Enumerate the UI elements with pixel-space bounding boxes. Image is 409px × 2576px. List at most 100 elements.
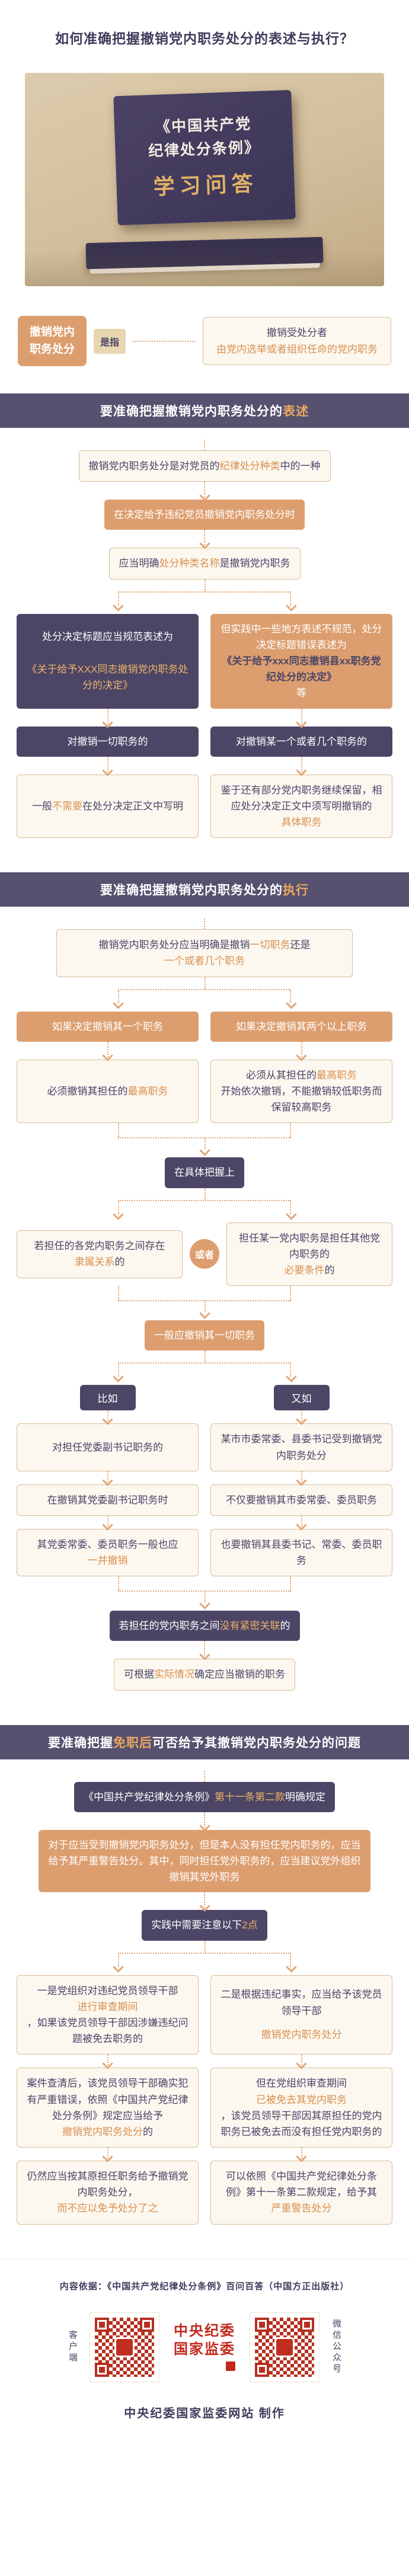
text-highlight: 最高职务 — [317, 1069, 357, 1081]
text-segment: ，该党员领导干部因其原担任的党内职务已被免去而没有担任党内职务的 — [221, 2110, 382, 2137]
connector-row — [17, 2055, 392, 2070]
text-segment: 担任某一党内职务是担任其他党内职务的 — [239, 1232, 380, 1260]
connector-line — [107, 1471, 108, 1482]
connector — [296, 1041, 307, 1061]
producer-credit: 中央纪委国家监委网站 制作 — [124, 2404, 285, 2421]
box-unrelated-result: 可根据实际情况确定应当撤销的职务 — [114, 1659, 295, 1691]
connector-line — [204, 482, 205, 498]
text-segment: ，如果该党员领导干部因涉嫌违纪问题被免去职务的 — [27, 2017, 188, 2045]
connector — [199, 530, 210, 550]
section2-example-row1: 对担任党委副书记职务的 某市市委常委、县委书记受到撤销党内职务处分 — [17, 1423, 392, 1471]
connector-line — [118, 1362, 291, 1364]
text-segment: 撤销受处分者 — [267, 327, 327, 339]
connector-line — [301, 1515, 302, 1527]
book-lying — [85, 236, 324, 270]
connector-line — [301, 2055, 302, 2066]
arrow-down-icon — [113, 1208, 124, 1220]
text-segment: 应当明确 — [119, 558, 159, 569]
box-execution-intro: 撤销党内职务处分应当明确是撤销一切职务还是一个或者几个职务 — [56, 929, 353, 977]
box-ex1-step2: 在撤销其党委副书记职务时 — [17, 1484, 199, 1516]
arrow-down-icon — [199, 1598, 210, 1609]
connector-line — [118, 1199, 291, 1201]
connector-line — [118, 591, 120, 606]
definition-link: 是指 — [94, 328, 126, 354]
text-highlight: 不需要 — [52, 800, 82, 812]
section1-banner: 要准确把握撤销党内职务处分的表述 — [0, 393, 409, 428]
text-segment: 对撤销一切职务的 — [67, 735, 148, 747]
text-highlight: 具体职务 — [281, 817, 322, 828]
connector-line — [204, 1188, 206, 1200]
box-grasp-title: 在具体把握上 — [165, 1157, 244, 1188]
text-highlight: 进行审查期间 — [77, 2001, 138, 2012]
or-label: 或者 — [190, 1239, 219, 1269]
text-segment: 要准确把握撤销党内职务处分的 — [100, 405, 283, 418]
section3-point-row3: 仍然应当按其原担任职务给予撤销党内职务处分，而不应以免予处分了之 可以依照《中国… — [17, 2161, 392, 2225]
connector — [296, 1471, 307, 1486]
text-highlight: 已被免去其党内职务 — [256, 2094, 347, 2105]
definition-row: 撤销党内职务处分 是指 撤销受处分者由党内选举或者组织任命的党内职务 — [18, 316, 391, 366]
connector — [199, 1812, 210, 1832]
section3-point-row1: 一是党组织对违纪党员领导干部进行审查期间，如果该党员领导干部因涉嫌违纪问题被免去… — [17, 1975, 392, 2055]
qr-pattern — [95, 2317, 154, 2377]
connector-line — [107, 756, 108, 772]
text-highlight: 第十一条第二款 — [215, 1791, 285, 1803]
book-cover: 《中国共产党 纪律处分条例》 学习问答 — [113, 89, 296, 226]
text-highlight: 严重警告处分 — [271, 2203, 332, 2215]
connector-line — [118, 988, 291, 990]
example1-label: 比如 — [79, 1385, 136, 1411]
section1-result-row: 一般不需要在处分决定正文中写明 鉴于还有部分党内职务继续保留，相应处分决定正文中… — [17, 774, 392, 839]
connector-line — [118, 1952, 291, 1954]
text-segment: 如果决定撤销其一个职务 — [52, 1020, 163, 1032]
section2-banner: 要准确把握撤销党内职务处分的执行 — [0, 872, 409, 907]
box-condition-subordinate: 若担任的各党内职务之间存在隶属关系的 — [17, 1230, 183, 1278]
text-segment: 对于应当受到撤销党内职务处分，但是本人没有担任党内职务的，应当给予其严重警告处分… — [48, 1839, 361, 1883]
box-point2-step3: 可以依照《中国共产党纪律处分条例》第十一条第二款规定，给予其严重警告处分 — [210, 2161, 392, 2225]
box-regulation-ref: 《中国共产党纪律处分条例》第十一条第二款明确规定 — [74, 1781, 335, 1812]
box-point2-step2: 但在党组织审查期间已被免去其党内职务，该党员领导干部因其原担任的党内职务已被免去… — [210, 2068, 392, 2148]
connector-line — [204, 919, 205, 930]
page-title: 如何准确把握撤销党内职务处分的表述与执行？ — [55, 31, 354, 47]
box-wrong-title: 但实践中一些地方表述不规范，处分决定标题错误表述为《关于给予xxx同志撤销县xx… — [210, 613, 392, 709]
qr-center-badge-icon — [274, 2337, 295, 2357]
qr-center-badge-icon — [114, 2337, 135, 2357]
section2-branch-rules: 必须撤销其担任的最高职务 必须从其担任的最高职务开始依次撤销，不能撤销较低职务而… — [17, 1059, 392, 1124]
text-highlight: 执行 — [283, 884, 309, 898]
connector — [102, 756, 113, 776]
section1-flow: 撤销党内职务处分是对党员的纪律处分种类中的一种 在决定给予违纪党员撤销党内职务处… — [0, 428, 409, 872]
box-result-all: 一般不需要在处分决定正文中写明 — [17, 774, 199, 839]
text-segment: 必须从其担任的 — [246, 1069, 317, 1081]
qr-pattern — [255, 2317, 314, 2377]
box-point1-step1: 一是党组织对违纪党员领导干部进行审查期间，如果该党员领导干部因涉嫌违纪问题被免去… — [17, 1975, 199, 2055]
box-result-some: 鉴于还有部分党内职务继续保留，相应处分决定正文中须写明撤销的具体职务 — [210, 774, 392, 839]
arrow-down-icon — [286, 1208, 297, 1220]
arrow-down-icon — [113, 1371, 124, 1383]
connector-line — [204, 1771, 205, 1782]
connector — [296, 1410, 307, 1426]
text-highlight: 处分种类名称 — [159, 558, 220, 569]
masthead-line2: 国家监委 — [174, 2341, 235, 2357]
connector — [102, 2055, 113, 2070]
merge-connector — [17, 1286, 392, 1320]
producer-name: 中央纪委国家监委网站 — [124, 2407, 255, 2420]
qr-finder-icon — [300, 2317, 314, 2332]
connector-line — [204, 579, 206, 591]
text-highlight: 一个或者几个职务 — [164, 955, 245, 967]
connector-row — [17, 1041, 392, 1061]
text-highlight: 免职后 — [113, 1736, 152, 1750]
book-photo: 《中国共产党 纪律处分条例》 学习问答 — [25, 73, 384, 286]
connector-row — [17, 1471, 392, 1486]
section2-example-row3: 其党委常委、委员职务一般也应一并撤销 也要撤销其县委书记、常委、委员职务 — [17, 1528, 392, 1577]
section3-point-row2: 案件查清后，该党员领导干部确实犯有严重错误，依照《中国共产党纪律处分条例》规定应… — [17, 2068, 392, 2148]
text-highlight: 2点 — [242, 1919, 258, 1931]
connector-line — [107, 1410, 108, 1422]
text-segment: 实践中需要注意以下 — [151, 1919, 242, 1931]
text-segment: 但实践中一些地方表述不规范，处分决定标题错误表述为 — [221, 623, 382, 651]
box-condition-prerequisite: 担任某一党内职务是担任其他党内职务的必要条件的 — [226, 1222, 392, 1287]
connector-line — [301, 1471, 302, 1482]
box-point2-step1: 二是根据违纪事实，应当给予该党员领导干部撤销党内职务处分 — [210, 1975, 392, 2055]
text-segment: 在撤销其党委副书记职务时 — [47, 1494, 168, 1506]
connector-line — [289, 1286, 291, 1301]
connector-row — [17, 708, 392, 728]
